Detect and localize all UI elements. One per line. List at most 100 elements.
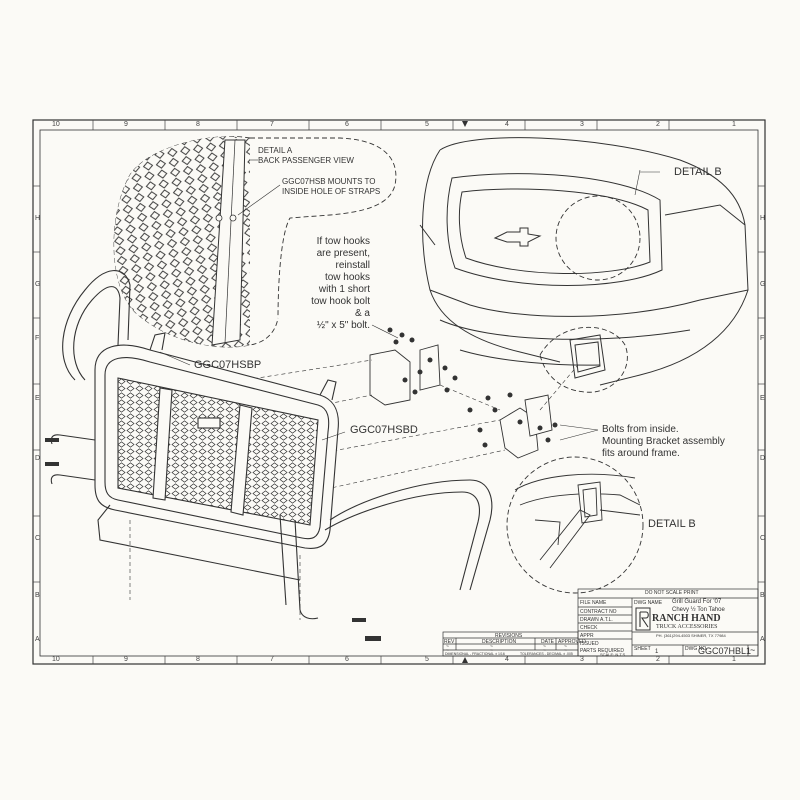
detail-b-label-top: DETAIL B xyxy=(674,166,722,178)
revisions-title: REVISIONS xyxy=(495,633,523,639)
appr-label: APPR xyxy=(580,633,594,639)
ruler-col: 2 xyxy=(656,121,660,128)
rev-header-rev: REV xyxy=(444,639,455,645)
mount-note: GGC07HSB MOUNTS TO INSIDE HOLE OF STRAPS xyxy=(282,177,380,197)
title-line-2: Chevy ½ Ton Tahoe xyxy=(672,607,725,613)
sheet-label: SHEET xyxy=(634,646,651,652)
mount-note-line: INSIDE HOLE OF STRAPS xyxy=(282,187,381,196)
ruler-col: 7 xyxy=(270,656,274,663)
ruler-col: 9 xyxy=(124,656,128,663)
ruler-col: 4 xyxy=(505,656,509,663)
detail-b-view xyxy=(506,456,644,594)
drawing-number: GGC07HBL1 xyxy=(698,646,752,656)
bolts-note-line: Mounting Bracket assembly xyxy=(602,436,725,447)
ruler-row: A xyxy=(35,636,40,643)
ruler-col: 10 xyxy=(52,121,60,128)
ruler-row: D xyxy=(35,455,41,462)
ruler-col: 1 xyxy=(732,121,736,128)
contract-no-label: CONTRACT NO xyxy=(580,609,617,615)
check-label: CHECK xyxy=(580,625,598,631)
ruler-row: A xyxy=(760,636,765,643)
detail-a-subtitle: BACK PASSENGER VIEW xyxy=(258,156,354,165)
hardware-bolts xyxy=(45,438,381,641)
rev-row-date: ~ xyxy=(543,644,546,650)
bolts-note: Bolts from inside. Mounting Bracket asse… xyxy=(602,424,725,460)
tolerance-fractional: DIMENSIONAL - FRACTIONAL ± 1/16 xyxy=(445,652,505,656)
ruler-col: 5 xyxy=(425,121,429,128)
rev-row-rev: ~ xyxy=(446,644,449,650)
tow-note-line: with 1 short xyxy=(318,284,370,295)
ruler-ticks xyxy=(33,120,765,664)
mounting-brackets xyxy=(369,344,553,459)
title-block xyxy=(442,588,759,657)
ruler-row: E xyxy=(760,395,765,402)
ruler-col: 7 xyxy=(270,121,274,128)
part-label-ggc07hsbd: GGC07HSBD xyxy=(350,424,418,436)
rev-row-approved: ~ xyxy=(564,644,567,650)
leader-lines xyxy=(159,324,599,441)
tolerance-decimal: TOLERANCES - DECIMAL ± .005 xyxy=(520,652,573,656)
file-name-label: FILE NAME xyxy=(580,600,607,606)
rev-header-approved: APPROVED xyxy=(558,639,586,645)
tow-note-line: reinstall xyxy=(335,260,370,271)
ruler-row: H xyxy=(760,215,766,222)
ruler-col: 3 xyxy=(580,656,584,663)
tow-note-line: are present, xyxy=(316,248,370,259)
tow-note-line: tow hook bolt xyxy=(311,296,370,307)
do-not-scale: DO NOT SCALE PRINT xyxy=(645,590,699,596)
center-arrow-bottom xyxy=(462,657,468,663)
dwg-name-label: DWG NAME xyxy=(634,600,663,606)
ruler-row: F xyxy=(760,335,765,342)
ruler-col: 6 xyxy=(345,656,349,663)
ruler-col: 1 xyxy=(732,656,736,663)
ruler-row: C xyxy=(760,535,766,542)
drawn-by: A.T.L. xyxy=(600,617,613,623)
part-label-ggc07hsbp: GGC07HSBP xyxy=(194,359,262,371)
bolts-note-line: Bolts from inside. xyxy=(602,424,679,435)
ruler-col: 9 xyxy=(124,121,128,128)
rev-row-date: ~ xyxy=(543,648,546,654)
ruler-col: 5 xyxy=(425,656,429,663)
bolts-and-nuts xyxy=(387,327,558,448)
rev-header-date: DATE xyxy=(541,639,554,645)
ruler-col: 2 xyxy=(656,656,660,663)
revision-mark: ~ xyxy=(750,645,756,655)
mount-note-line: GGC07HSB MOUNTS TO xyxy=(282,177,376,186)
parts-required-label: PARTS REQUIRED xyxy=(580,648,624,654)
company-subtitle: TRUCK ACCESSORIES xyxy=(656,624,718,630)
ruler-col: 6 xyxy=(345,121,349,128)
rev-row-approved: ~ xyxy=(564,648,567,654)
issued-label: ISSUED xyxy=(580,641,599,647)
ruler-row: B xyxy=(760,592,765,599)
detail-b-label-bottom: DETAIL B xyxy=(648,518,696,530)
ruler-row: F xyxy=(35,335,40,342)
rev-row-rev: ~ xyxy=(446,648,449,654)
rev-header-description: DESCRIPTION xyxy=(482,639,517,645)
ruler-col: 3 xyxy=(580,121,584,128)
detail-a-view xyxy=(113,136,397,348)
title-line-1: Grill Guard For '07 xyxy=(672,599,722,605)
company-address: PH. (361)294-4503 SHINER, TX 77984 xyxy=(656,633,726,638)
ruler-row: H xyxy=(35,215,41,222)
ruler-col: 10 xyxy=(52,656,60,663)
ruler-row: G xyxy=(35,281,41,288)
ruler-col: 8 xyxy=(196,121,200,128)
center-arrow-top xyxy=(462,121,468,127)
rev-row-description: ~ xyxy=(490,648,493,654)
detail-a-label: DETAIL A BACK PASSENGER VIEW xyxy=(258,146,354,166)
grill-guard xyxy=(50,270,493,620)
ruler-row: C xyxy=(35,535,41,542)
company-name: RANCH HAND xyxy=(652,613,721,624)
dwg-no-label: DWG NO. xyxy=(685,646,708,652)
rev-row-description: ~ xyxy=(490,644,493,650)
tow-hook-note: If tow hooks are present, reinstall tow … xyxy=(282,236,370,332)
bolts-note-line: fits around frame. xyxy=(602,448,680,459)
ruler-col: 4 xyxy=(505,121,509,128)
detail-a-title: DETAIL A xyxy=(258,146,293,155)
ruler-col: 8 xyxy=(196,656,200,663)
tow-note-line: ½" x 5" bolt. xyxy=(316,320,370,331)
sheet-number: 1 xyxy=(655,649,659,655)
scale-label: SCALE: N.T.S. xyxy=(600,652,627,657)
ruler-row: E xyxy=(35,395,40,402)
